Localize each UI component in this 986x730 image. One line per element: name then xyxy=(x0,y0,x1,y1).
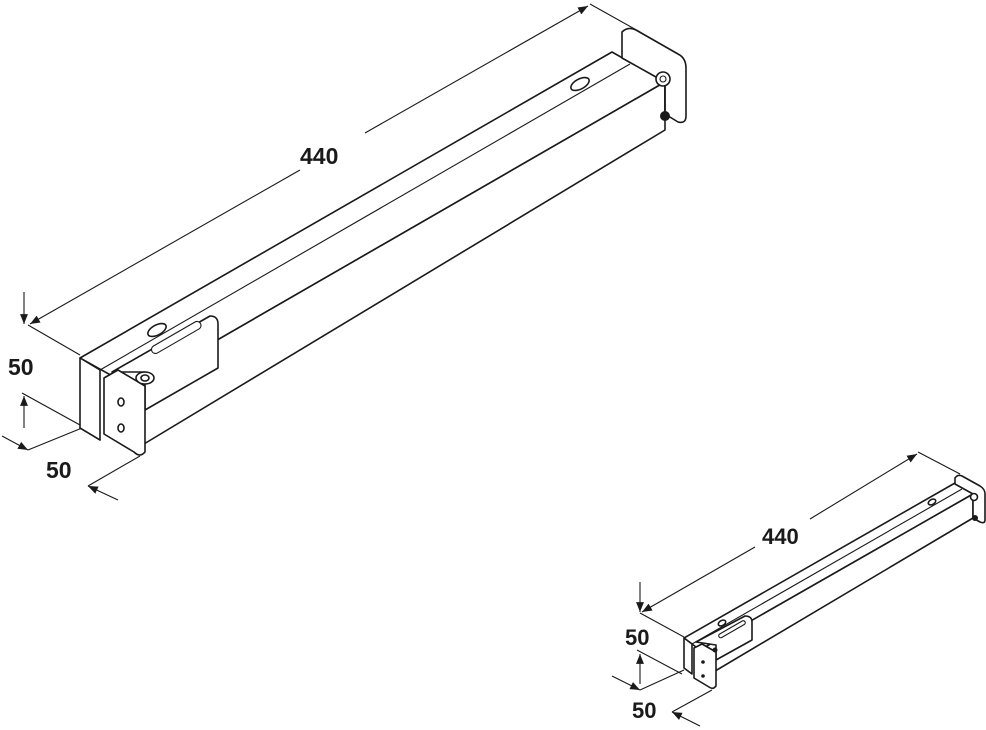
small-bracket-view: 440 50 50 xyxy=(611,451,986,727)
height-label-small: 50 xyxy=(625,625,649,650)
length-label-large: 440 xyxy=(300,143,338,169)
width-label-small: 50 xyxy=(632,698,656,723)
width-label-large: 50 xyxy=(46,457,72,483)
dimension-height-large: 50 xyxy=(8,292,81,428)
front-bracket-small xyxy=(693,615,753,690)
dimension-width-large: 50 xyxy=(1,427,141,501)
large-bracket-view: 440 50 50 xyxy=(1,3,687,501)
front-bracket-large xyxy=(103,315,219,456)
dimension-length-small: 440 xyxy=(639,451,961,638)
rear-plate-large xyxy=(621,27,687,124)
dimension-length-large: 440 xyxy=(27,3,641,356)
dimension-width-small: 50 xyxy=(611,669,713,727)
rear-plate-small xyxy=(954,474,986,524)
tube-body-small xyxy=(683,482,974,681)
dimension-height-small: 50 xyxy=(625,582,683,684)
length-label-small: 440 xyxy=(762,524,799,549)
height-label-large: 50 xyxy=(8,354,34,380)
